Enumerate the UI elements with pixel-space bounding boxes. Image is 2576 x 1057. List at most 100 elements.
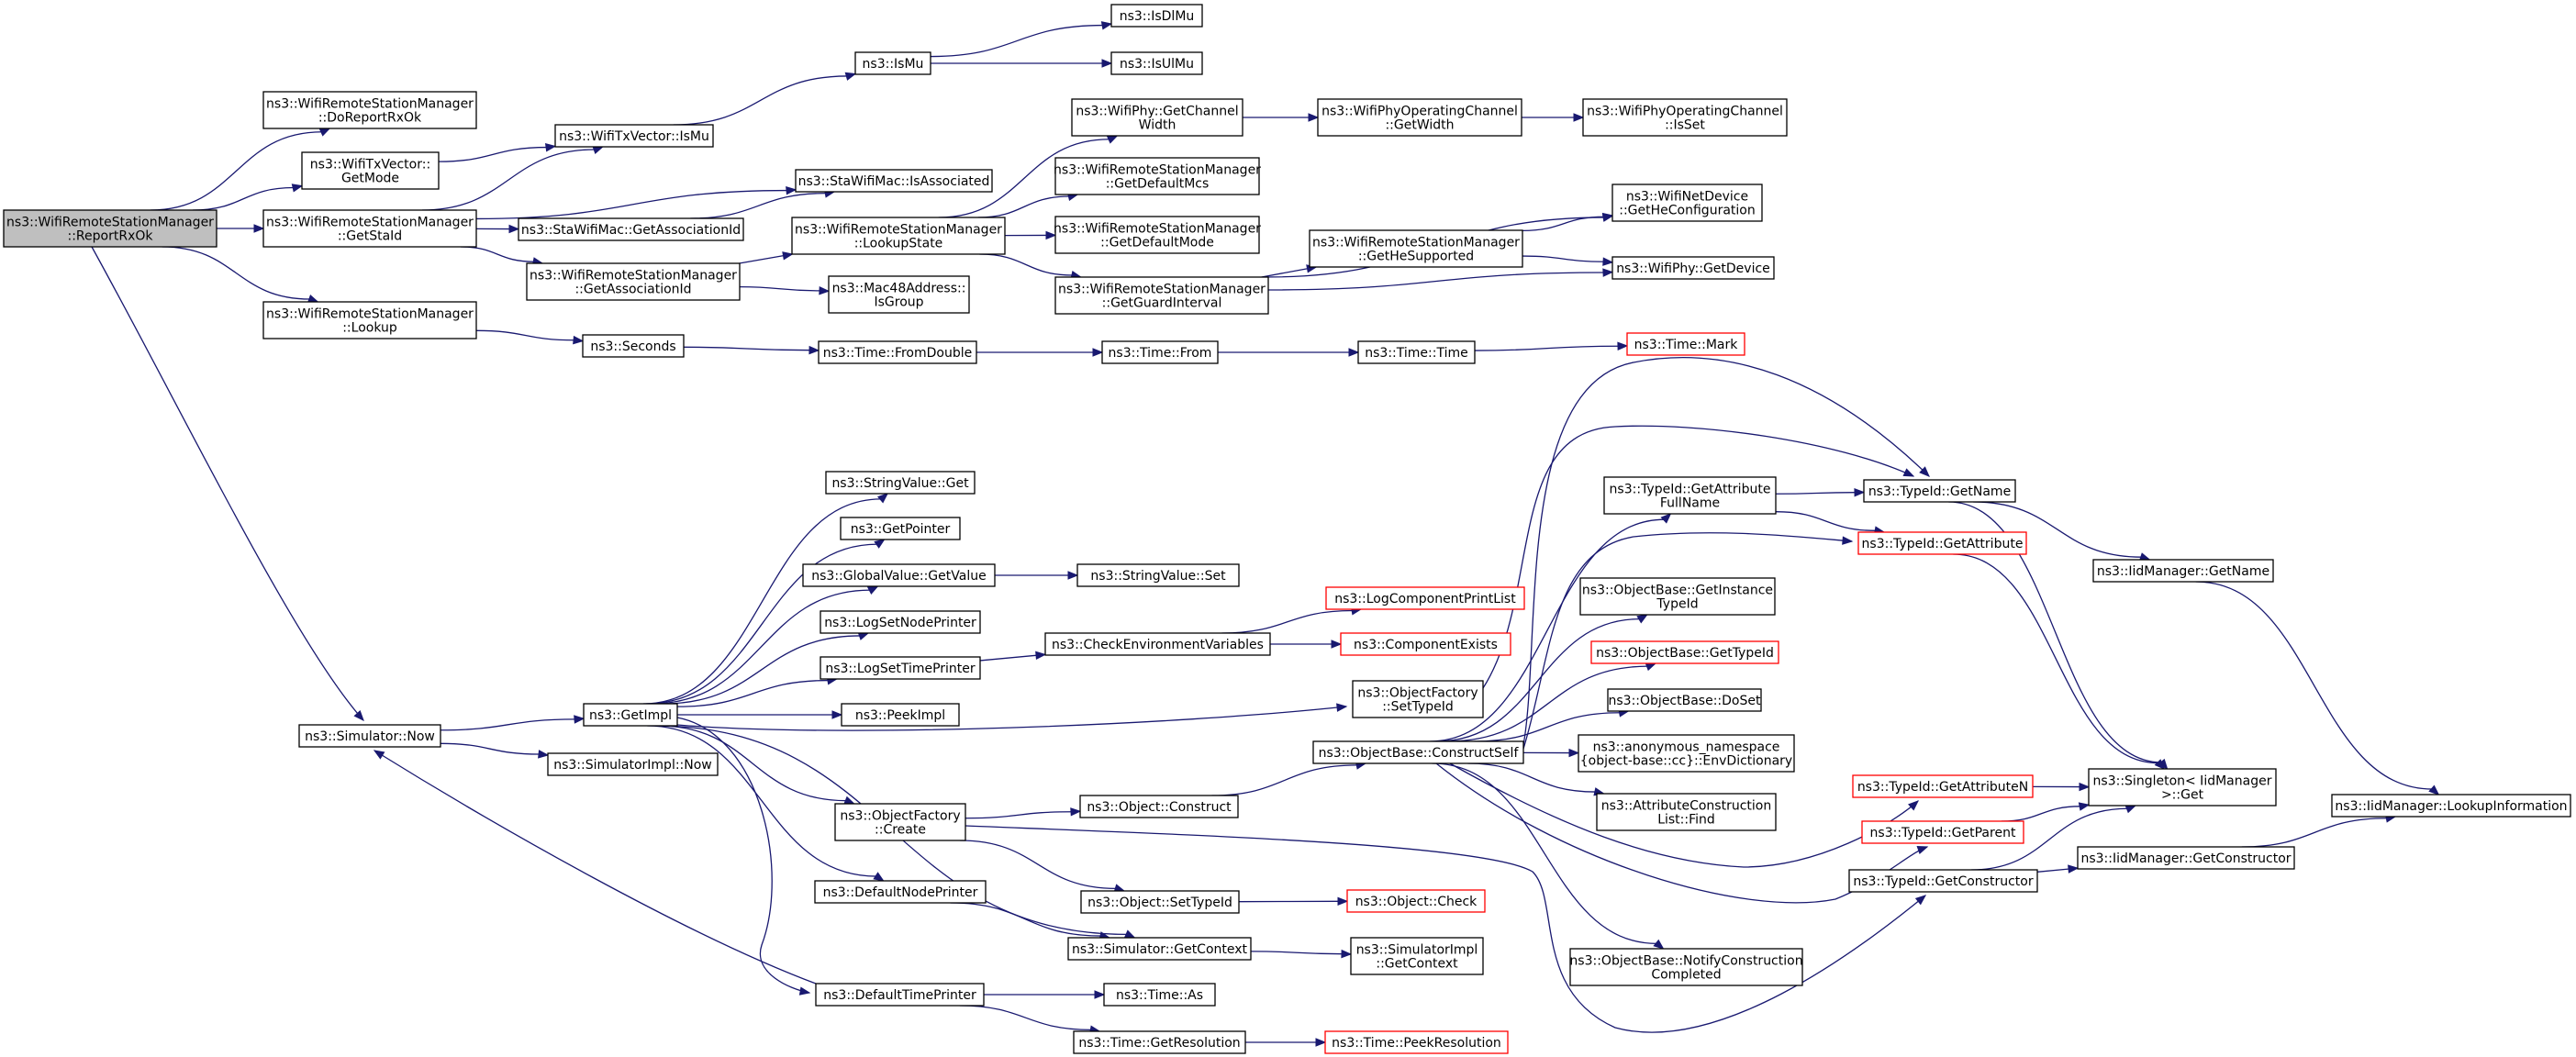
node-componentExists[interactable]: ns3::ComponentExists bbox=[1340, 632, 1511, 656]
node-simGetContext[interactable]: ns3::Simulator::GetContext bbox=[1067, 937, 1252, 961]
node-label: ns3::Simulator::GetContext bbox=[1072, 942, 1248, 957]
node-lookup[interactable]: ns3::WifiRemoteStationManager::Lookup bbox=[262, 301, 477, 339]
node-label: ns3::Time::PeekResolution bbox=[1332, 1036, 1501, 1051]
node-isMuTx[interactable]: ns3::WifiTxVector::IsMu bbox=[554, 124, 714, 148]
node-phyGetDevice[interactable]: ns3::WifiPhy::GetDevice bbox=[1611, 256, 1775, 280]
node-iidGetConstructor[interactable]: ns3::IidManager::GetConstructor bbox=[2077, 846, 2295, 870]
node-isAssociated[interactable]: ns3::StaWifiMac::IsAssociated bbox=[795, 169, 993, 193]
edge-line bbox=[739, 285, 821, 292]
node-doReportRxOk[interactable]: ns3::WifiRemoteStationManager::DoReportR… bbox=[262, 91, 477, 129]
node-timeFrom[interactable]: ns3::Time::From bbox=[1101, 340, 1219, 364]
node-getPointer[interactable]: ns3::GetPointer bbox=[840, 517, 961, 540]
node-logSetNodePrinter[interactable]: ns3::LogSetNodePrinter bbox=[820, 610, 981, 634]
node-label: ns3::Seconds bbox=[590, 339, 675, 354]
edge-line bbox=[690, 192, 827, 219]
node-label: ns3::Singleton< IidManager bbox=[2093, 774, 2272, 789]
edge-line bbox=[475, 329, 575, 341]
node-getGuardInterval[interactable]: ns3::WifiRemoteStationManager::GetGuardI… bbox=[1054, 276, 1269, 315]
edge-arrowhead bbox=[1842, 536, 1854, 545]
node-label: ns3::WifiRemoteStationManager bbox=[266, 97, 474, 112]
node-wrsmGetAssocId[interactable]: ns3::WifiRemoteStationManager::GetAssoci… bbox=[526, 262, 741, 301]
node-checkEnv[interactable]: ns3::CheckEnvironmentVariables bbox=[1044, 632, 1271, 656]
node-getDefaultMode[interactable]: ns3::WifiRemoteStationManager::GetDefaul… bbox=[1054, 216, 1261, 254]
node-defaultNodePrinter[interactable]: ns3::DefaultNodePrinter bbox=[814, 880, 987, 904]
node-envDictionary[interactable]: ns3::anonymous_namespace{object-base::cc… bbox=[1578, 734, 1795, 773]
node-timeGetResolution[interactable]: ns3::Time::GetResolution bbox=[1073, 1030, 1246, 1054]
edge-line bbox=[938, 139, 1110, 218]
node-notifyConstr[interactable]: ns3::ObjectBase::NotifyConstructionCompl… bbox=[1569, 948, 1803, 986]
node-timeMark[interactable]: ns3::Time::Mark bbox=[1626, 332, 1745, 356]
node-staGetAssocId[interactable]: ns3::StaWifiMac::GetAssociationId bbox=[518, 217, 744, 241]
edge-line bbox=[1953, 553, 2159, 764]
node-box bbox=[1080, 890, 1240, 914]
node-macIsGroup[interactable]: ns3::Mac48Address::IsGroup bbox=[828, 275, 970, 314]
edge-root-to-getStaId bbox=[217, 224, 265, 233]
node-getMode[interactable]: ns3::WifiTxVector::GetMode bbox=[301, 151, 440, 190]
node-label: ns3::WifiRemoteStationManager bbox=[1058, 283, 1266, 297]
node-getHeConfig[interactable]: ns3::WifiNetDevice::GetHeConfiguration bbox=[1611, 184, 1763, 222]
node-simImplNow[interactable]: ns3::SimulatorImpl::Now bbox=[547, 752, 719, 776]
node-ofCreate[interactable]: ns3::ObjectFactory::Create bbox=[834, 803, 966, 841]
edge-line bbox=[652, 589, 871, 705]
node-isDlMu[interactable]: ns3::IsDlMu bbox=[1110, 4, 1203, 28]
node-opGetWidth[interactable]: ns3::WifiPhyOperatingChannel::GetWidth bbox=[1317, 98, 1522, 137]
node-label: Completed bbox=[1651, 968, 1721, 983]
node-box bbox=[1582, 98, 1788, 137]
node-label: ns3::TypeId::GetName bbox=[1868, 484, 2011, 499]
edge-line bbox=[979, 654, 1038, 662]
node-iidGetName[interactable]: ns3::IidManager::GetName bbox=[2092, 559, 2274, 583]
node-iidLookupInfo[interactable]: ns3::IidManager::LookupInformation bbox=[2331, 794, 2571, 818]
node-box bbox=[1626, 332, 1745, 356]
node-objCheck[interactable]: ns3::Object::Check bbox=[1346, 889, 1486, 913]
node-opIsSet[interactable]: ns3::WifiPhyOperatingChannel::IsSet bbox=[1582, 98, 1788, 137]
node-getDefaultMcs[interactable]: ns3::WifiRemoteStationManager::GetDefaul… bbox=[1054, 157, 1261, 195]
node-simImplGetContext[interactable]: ns3::SimulatorImpl::GetContext bbox=[1350, 937, 1484, 975]
node-globalValueGet[interactable]: ns3::GlobalValue::GetValue bbox=[802, 563, 996, 587]
edge-constructSelf-to-obGetTypeId bbox=[1447, 662, 1657, 742]
edge-arrowhead bbox=[1100, 21, 1113, 30]
node-label: ns3::WifiPhy::GetChannel bbox=[1076, 105, 1238, 119]
node-typeIdGetConstructor[interactable]: ns3::TypeId::GetConstructor bbox=[1848, 869, 2038, 893]
node-getParent[interactable]: ns3::TypeId::GetParent bbox=[1861, 820, 2024, 844]
node-fromDouble[interactable]: ns3::Time::FromDouble bbox=[818, 340, 977, 364]
edge-arrowhead bbox=[318, 128, 331, 137]
node-defaultTimePrinter[interactable]: ns3::DefaultTimePrinter bbox=[815, 983, 985, 1007]
edge-defaultTimePrinter-to-timeGetResolution bbox=[959, 1005, 1101, 1034]
node-timeTime[interactable]: ns3::Time::Time bbox=[1357, 340, 1476, 364]
node-timePeekResolution[interactable]: ns3::Time::PeekResolution bbox=[1324, 1030, 1509, 1054]
node-getStaId[interactable]: ns3::WifiRemoteStationManager::GetStaId bbox=[262, 209, 477, 248]
node-label: List::Find bbox=[1657, 813, 1715, 828]
node-isUlMu[interactable]: ns3::IsUlMu bbox=[1110, 51, 1203, 75]
node-getHeSupported[interactable]: ns3::WifiRemoteStationManager::GetHeSupp… bbox=[1309, 229, 1523, 268]
node-getImpl[interactable]: ns3::GetImpl bbox=[583, 703, 678, 727]
node-typeIdGetAttribute[interactable]: ns3::TypeId::GetAttribute bbox=[1857, 531, 2027, 555]
node-doSet[interactable]: ns3::ObjectBase::DoSet bbox=[1607, 688, 1762, 712]
node-lookupState[interactable]: ns3::WifiRemoteStationManager::LookupSta… bbox=[791, 217, 1006, 255]
node-timeAs[interactable]: ns3::Time::As bbox=[1103, 983, 1216, 1007]
node-obGetTypeId[interactable]: ns3::ObjectBase::GetTypeId bbox=[1590, 640, 1779, 664]
node-label: GetMode bbox=[341, 172, 399, 186]
node-simNow[interactable]: ns3::Simulator::Now bbox=[298, 724, 441, 748]
node-constructSelf[interactable]: ns3::ObjectBase::ConstructSelf bbox=[1312, 740, 1524, 764]
node-isMu[interactable]: ns3::IsMu bbox=[854, 51, 931, 75]
node-typeIdGetName[interactable]: ns3::TypeId::GetName bbox=[1863, 479, 2016, 503]
node-root[interactable]: ns3::WifiRemoteStationManager::ReportRxO… bbox=[3, 209, 217, 248]
node-objSetTypeId[interactable]: ns3::Object::SetTypeId bbox=[1080, 890, 1240, 914]
node-logSetTimePrinter[interactable]: ns3::LogSetTimePrinter bbox=[820, 656, 981, 680]
node-ofSetTypeId[interactable]: ns3::ObjectFactory::SetTypeId bbox=[1352, 680, 1484, 718]
node-getAttributeN[interactable]: ns3::TypeId::GetAttributeN bbox=[1852, 774, 2034, 798]
node-singletonGet[interactable]: ns3::Singleton< IidManager >::Get bbox=[2088, 768, 2277, 807]
node-peekImpl[interactable]: ns3::PeekImpl bbox=[841, 703, 960, 727]
node-box bbox=[795, 169, 993, 193]
node-seconds[interactable]: ns3::Seconds bbox=[582, 334, 685, 358]
node-box bbox=[1346, 889, 1486, 913]
edge-arrowhead bbox=[1636, 614, 1648, 624]
node-logCompPrintList[interactable]: ns3::LogComponentPrintList bbox=[1325, 586, 1525, 610]
node-stringValueSet[interactable]: ns3::StringValue::Set bbox=[1076, 563, 1240, 587]
node-stringValueGet[interactable]: ns3::StringValue::Get bbox=[825, 471, 976, 495]
node-objConstruct[interactable]: ns3::Object::Construct bbox=[1079, 795, 1239, 818]
